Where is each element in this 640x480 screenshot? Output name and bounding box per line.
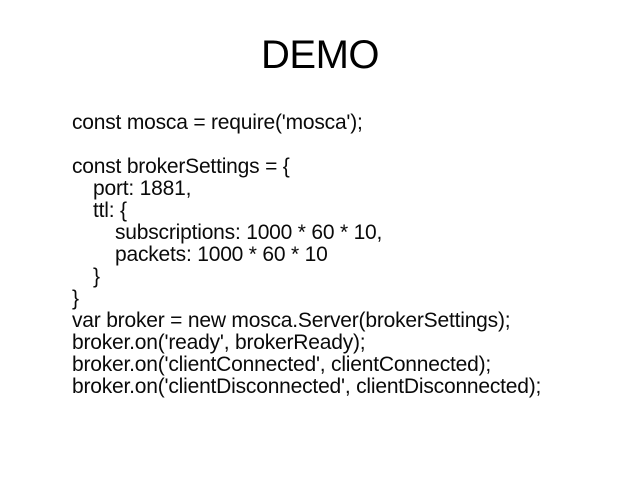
code-line: packets: 1000 * 60 * 10 <box>115 243 328 266</box>
code-line: ttl: { <box>93 199 127 222</box>
code-line: port: 1881, <box>93 177 192 200</box>
code-block: const mosca = require('mosca'); const bro… <box>72 112 620 398</box>
code-line: } <box>72 287 79 310</box>
code-line: subscriptions: 1000 * 60 * 10, <box>115 221 383 244</box>
code-line: const brokerSettings = { <box>72 155 290 178</box>
code-line: } <box>93 265 100 288</box>
code-line: const mosca = require('mosca'); <box>72 111 363 134</box>
slide-title: DEMO <box>261 33 380 77</box>
code-line <box>72 134 620 156</box>
code-line: var broker = new mosca.Server(brokerSett… <box>72 309 511 332</box>
code-line: broker.on('ready', brokerReady); <box>72 331 366 354</box>
code-line: broker.on('clientConnected', clientConne… <box>72 353 492 376</box>
code-line: broker.on('clientDisconnected', clientDi… <box>72 375 542 398</box>
